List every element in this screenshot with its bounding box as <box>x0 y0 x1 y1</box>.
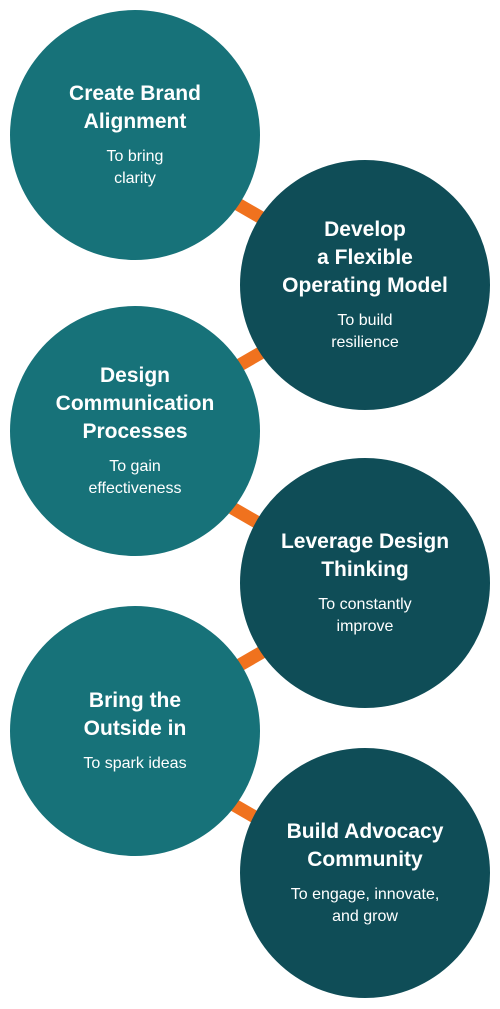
step-subtitle: To bring clarity <box>106 148 164 187</box>
step-subtitle: To build resilience <box>331 312 399 351</box>
step-circle-develop-flexible-operating-model: Develop a Flexible Operating Model To bu… <box>240 160 490 410</box>
step-subtitle: To engage, innovate, and grow <box>290 886 440 925</box>
step-circle-create-brand-alignment: Create Brand Alignment To bring clarity <box>10 10 260 260</box>
step-circle-leverage-design-thinking: Leverage Design Thinking To constantly i… <box>240 458 490 708</box>
step-title: Build Advocacy Community <box>286 820 444 871</box>
step-circle-design-communication-processes: Design Communication Processes To gain e… <box>10 306 260 556</box>
step-title: Bring the Outside in <box>83 689 187 740</box>
step-subtitle: To constantly improve <box>318 596 412 635</box>
step-subtitle: To spark ideas <box>83 755 187 772</box>
step-title: Leverage Design Thinking <box>280 530 450 581</box>
step-title: Create Brand Alignment <box>69 82 201 133</box>
step-title: Develop a Flexible Operating Model <box>282 218 448 297</box>
step-title: Design Communication Processes <box>55 364 215 443</box>
step-circle-build-advocacy-community: Build Advocacy Community To engage, inno… <box>240 748 490 998</box>
step-subtitle: To gain effectiveness <box>88 458 182 497</box>
step-circle-bring-outside-in: Bring the Outside in To spark ideas <box>10 606 260 856</box>
